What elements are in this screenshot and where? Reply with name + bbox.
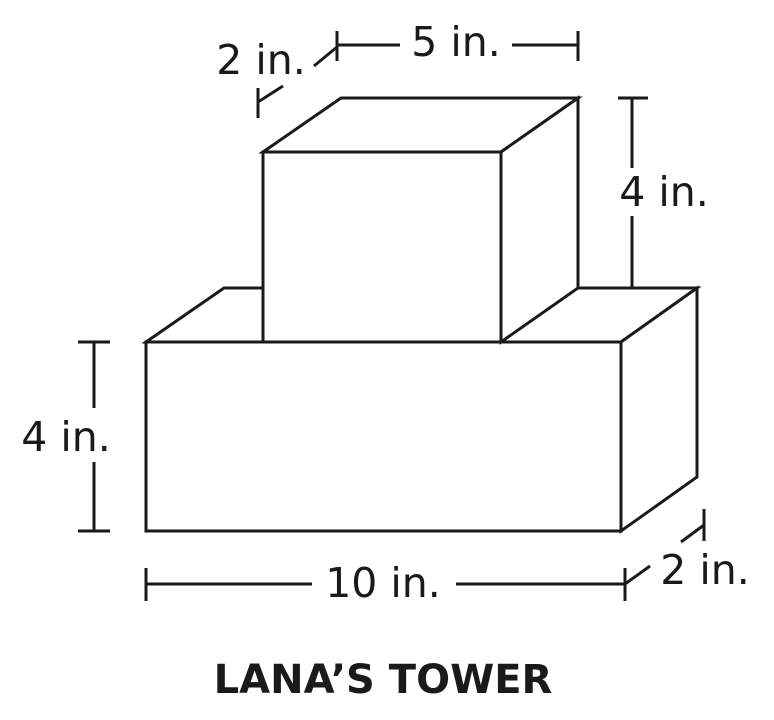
- dimension-top-height: 4 in.: [618, 96, 709, 288]
- top-height-label: 4 in.: [619, 168, 709, 216]
- top-width-label: 5 in.: [411, 18, 501, 66]
- top-prism: [258, 95, 583, 345]
- bottom-prism-front-face: [144, 340, 623, 533]
- top-depth-label: 2 in.: [216, 36, 306, 84]
- top-prism-front-face: [261, 150, 503, 344]
- dimension-bottom-height: 4 in.: [21, 340, 111, 533]
- dimension-top-width: 5 in.: [335, 18, 580, 66]
- bottom-height-label: 4 in.: [21, 413, 111, 461]
- figure-caption: LANA’S TOWER: [214, 657, 553, 703]
- bottom-depth-label: 2 in.: [660, 546, 750, 594]
- bottom-width-label: 10 in.: [325, 559, 441, 607]
- dimension-top-depth: 2 in.: [216, 36, 338, 118]
- dimension-bottom-width: 10 in.: [144, 559, 627, 607]
- dimension-bottom-depth: 2 in.: [624, 509, 750, 594]
